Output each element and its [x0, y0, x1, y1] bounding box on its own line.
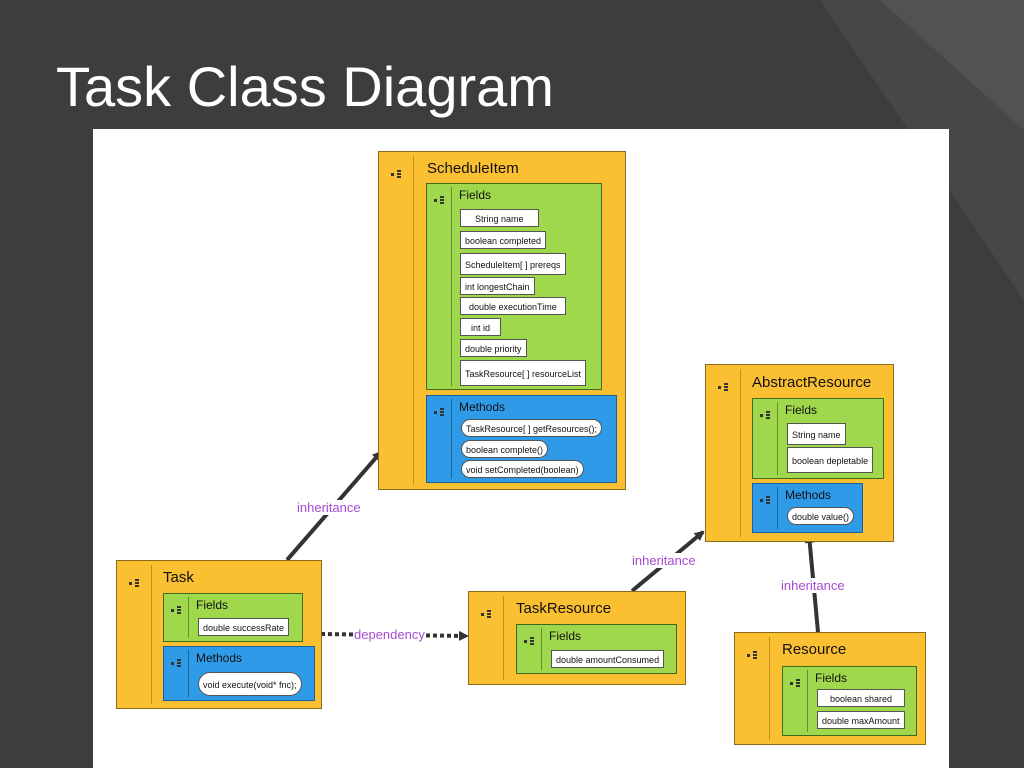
- fields-label: Fields: [815, 671, 848, 685]
- field-item[interactable]: int longestChain: [460, 277, 535, 295]
- class-name: AbstractResource: [752, 374, 872, 391]
- field-item[interactable]: double executionTime: [460, 297, 566, 315]
- field-item[interactable]: double amountConsumed: [551, 650, 665, 668]
- class-name: ScheduleItem: [427, 160, 519, 177]
- inheritance-label: inheritance: [780, 578, 846, 593]
- methods-label: Methods: [459, 400, 506, 414]
- method-item[interactable]: void execute(void* fnc);: [198, 672, 302, 696]
- section-glyph-icon: [524, 637, 538, 646]
- fields-section: Fields String name boolean depletable: [752, 398, 884, 479]
- class-scheduleitem[interactable]: ScheduleItem Fields String name boolean …: [378, 151, 626, 490]
- slide-title: Task Class Diagram: [56, 55, 554, 118]
- inheritance-label: inheritance: [631, 553, 697, 568]
- dependency-label: dependency: [353, 627, 426, 642]
- section-glyph-icon: [790, 679, 804, 688]
- field-item[interactable]: double maxAmount: [817, 711, 905, 729]
- methods-label: Methods: [196, 651, 243, 665]
- methods-section: Methods TaskResource[ ] getResources(); …: [426, 395, 617, 483]
- field-item[interactable]: double successRate: [198, 618, 290, 636]
- section-glyph-icon: [434, 408, 448, 417]
- fields-section: Fields double successRate: [163, 593, 303, 642]
- inheritance-label: inheritance: [296, 500, 362, 515]
- methods-label: Methods: [785, 488, 832, 502]
- methods-section: Methods double value(): [752, 483, 863, 533]
- class-taskresource[interactable]: TaskResource Fields double amountConsume…: [468, 591, 686, 685]
- field-item[interactable]: TaskResource[ ] resourceList: [460, 360, 587, 386]
- class-glyph-icon: [747, 651, 761, 660]
- class-glyph-icon: [481, 610, 495, 619]
- field-item[interactable]: boolean shared: [817, 689, 906, 707]
- section-glyph-icon: [434, 196, 448, 205]
- class-glyph-icon: [129, 579, 143, 588]
- field-item[interactable]: boolean completed: [460, 231, 547, 249]
- section-glyph-icon: [171, 659, 185, 668]
- class-name: Resource: [782, 641, 847, 658]
- method-item[interactable]: double value(): [787, 507, 855, 525]
- field-item[interactable]: int id: [460, 318, 502, 336]
- fields-section: Fields String name boolean completed Sch…: [426, 183, 602, 390]
- methods-section: Methods void execute(void* fnc);: [163, 646, 315, 701]
- class-glyph-icon: [391, 170, 405, 179]
- field-item[interactable]: String name: [787, 423, 846, 445]
- method-item[interactable]: boolean complete(): [461, 440, 549, 458]
- fields-label: Fields: [459, 188, 492, 202]
- class-resource[interactable]: Resource Fields boolean shared double ma…: [734, 632, 926, 745]
- section-glyph-icon: [171, 606, 185, 615]
- class-name: TaskResource: [516, 600, 612, 617]
- class-task[interactable]: Task Fields double successRate Methods v…: [116, 560, 322, 709]
- field-item[interactable]: double priority: [460, 339, 527, 357]
- field-item[interactable]: boolean depletable: [787, 447, 874, 473]
- section-glyph-icon: [760, 496, 774, 505]
- class-abstractresource[interactable]: AbstractResource Fields String name bool…: [705, 364, 894, 542]
- section-glyph-icon: [760, 411, 774, 420]
- class-glyph-icon: [718, 383, 732, 392]
- fields-label: Fields: [549, 629, 582, 643]
- field-item[interactable]: String name: [460, 209, 539, 227]
- fields-section: Fields boolean shared double maxAmount: [782, 666, 917, 736]
- field-item[interactable]: ScheduleItem[ ] prereqs: [460, 253, 566, 275]
- fields-label: Fields: [785, 403, 818, 417]
- method-item[interactable]: void setCompleted(boolean): [461, 460, 584, 478]
- method-item[interactable]: TaskResource[ ] getResources();: [461, 419, 603, 437]
- class-name: Task: [163, 569, 194, 586]
- fields-section: Fields double amountConsumed: [516, 624, 677, 674]
- fields-label: Fields: [196, 598, 229, 612]
